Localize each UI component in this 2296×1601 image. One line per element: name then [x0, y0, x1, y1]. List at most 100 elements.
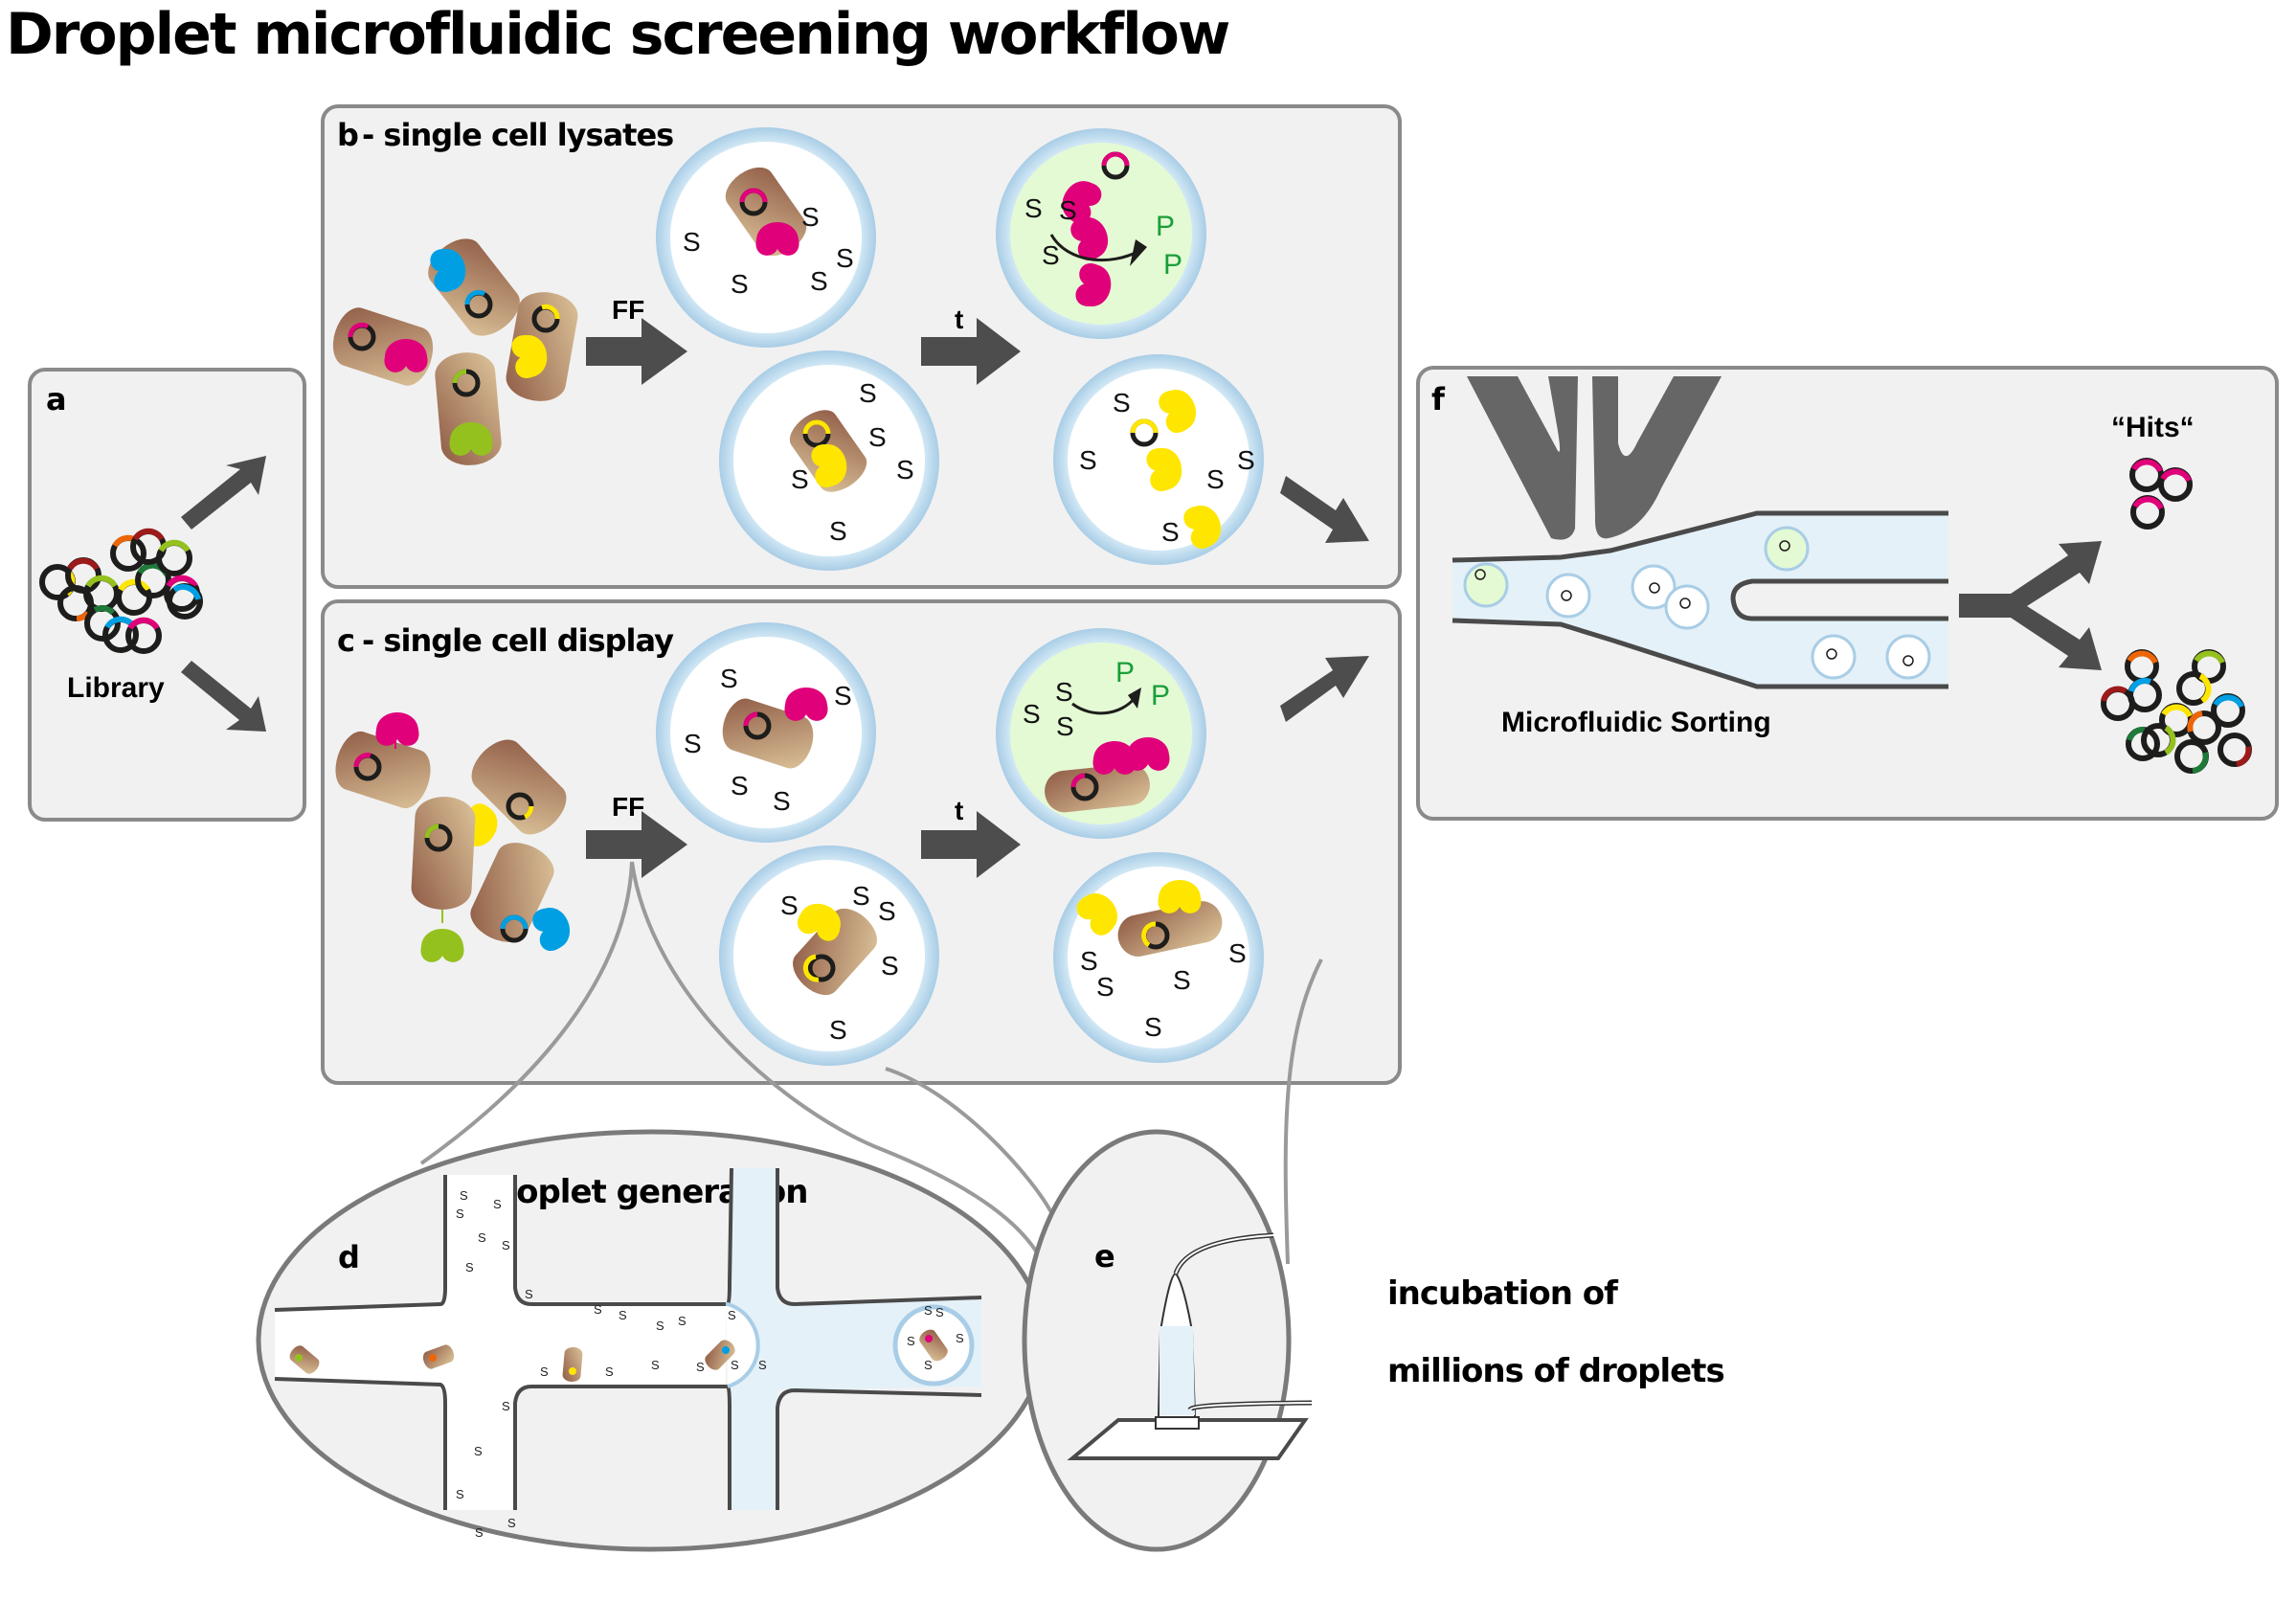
panel-d: droplet generation d [256, 1129, 1047, 1552]
panel-c-letter: c [337, 622, 354, 659]
substrate-symbol: S [935, 1305, 944, 1319]
substrate-symbol: S [1113, 388, 1131, 417]
junction-cells [286, 1326, 951, 1383]
incubation-caption-line2: millions of droplets [1387, 1352, 1724, 1390]
figure-title: Droplet microfluidic screening workflow [6, 1, 1229, 68]
substrate-symbol: S [1056, 711, 1074, 741]
substrate-symbol: S [456, 1206, 464, 1221]
substrate-symbol: S [720, 664, 738, 693]
panel-f: f Microfluidic Sorting “Hits“ [1416, 366, 2279, 821]
substrate-symbol: S [1080, 946, 1098, 976]
substrate-symbol: S [493, 1197, 502, 1211]
substrate-symbol: S [683, 227, 701, 257]
substrate-symbol: S [619, 1308, 627, 1322]
t-label-c: t [955, 796, 963, 825]
substrate-symbol: S [465, 1260, 474, 1274]
substrate-symbol: S [1024, 193, 1043, 223]
panel-b-letter: b [337, 117, 358, 153]
substrate-symbol: S [896, 455, 914, 485]
panel-f-letter: f [1431, 381, 1446, 417]
panel-d-letter: d [338, 1239, 359, 1275]
substrate-symbol: S [773, 786, 791, 816]
panel-e: e [1022, 1129, 1313, 1552]
substrate-symbol: S [1228, 938, 1247, 968]
substrate-symbol: S [1059, 195, 1077, 225]
substrate-symbol: S [836, 243, 854, 273]
substrate-symbol: S [859, 378, 877, 408]
substrate-symbol: S [852, 881, 870, 911]
arrow-b-to-f [1280, 476, 1369, 543]
cell-group-b [326, 229, 581, 468]
substrate-symbol: S [731, 771, 749, 800]
t-label-b: t [955, 304, 963, 334]
substrate-symbol: S [656, 1319, 664, 1333]
substrate-symbol: S [474, 1444, 483, 1458]
substrate-symbol: S [456, 1487, 464, 1501]
substrate-symbol: S [594, 1302, 602, 1317]
substrate-symbol: S [1023, 699, 1041, 729]
substrate-symbol: S [460, 1188, 468, 1203]
library-plasmids [39, 528, 203, 654]
panel-e-frame [1022, 1129, 1292, 1552]
substrate-symbol: S [791, 464, 809, 494]
substrate-symbol: S [878, 896, 896, 926]
ff-arrow-c [586, 811, 687, 878]
substrate-symbol: S [502, 1399, 510, 1413]
ff-arrow-b [586, 318, 687, 385]
sorting-droplets [1463, 526, 1931, 680]
droplet-c3-positive: SSS PP [996, 628, 1206, 839]
substrate-symbol: S [502, 1238, 510, 1252]
substrate-symbol: S [810, 266, 828, 296]
droplet-c1: SSS SS [656, 622, 876, 843]
substrate-symbol: S [829, 1015, 847, 1045]
ff-label-b: FF [612, 295, 644, 325]
substrate-symbol: S [1161, 517, 1180, 547]
product-symbol: P [1156, 211, 1175, 242]
t-arrow-b [921, 318, 1021, 385]
substrate-symbol: S [696, 1360, 705, 1374]
split-arrow [1959, 541, 2102, 670]
substrate-symbol: S [651, 1358, 660, 1372]
junction-aqueous [274, 1175, 728, 1510]
sorting-caption: Microfluidic Sorting [1501, 707, 1771, 738]
substrate-symbol: S [684, 729, 702, 758]
substrate-symbol: S [924, 1358, 933, 1372]
substrate-symbol: S [605, 1364, 614, 1379]
non-hit-plasmids [2101, 649, 2252, 774]
incubation-caption-line1: incubation of [1387, 1274, 1619, 1313]
t-arrow-c [921, 811, 1021, 878]
zoom-connectors [419, 861, 1323, 1265]
substrate-symbol: S [924, 1303, 933, 1318]
arrow-to-c [181, 661, 266, 732]
droplet-c4: SSS SS [1053, 852, 1264, 1063]
substrate-symbol: S [1206, 464, 1225, 494]
panel-c-title: - single cell display [362, 622, 674, 659]
substrate-symbol: S [540, 1364, 549, 1379]
cell-group-c [328, 712, 576, 962]
substrate-symbol: S [801, 202, 820, 232]
substrate-symbol: S [956, 1331, 964, 1345]
arrow-to-b [181, 456, 266, 530]
substrate-symbol: S [475, 1525, 484, 1540]
substrate-symbol: S [507, 1516, 516, 1530]
substrate-symbol: S [1144, 1012, 1162, 1042]
ff-label-c: FF [612, 792, 644, 822]
product-symbol: P [1151, 680, 1170, 711]
substrate-symbol: S [868, 422, 887, 452]
substrate-symbol: S [829, 516, 847, 546]
library-label: Library [67, 672, 165, 704]
substrate-symbol: S [525, 1287, 533, 1301]
substrate-symbol: S [478, 1230, 486, 1245]
panel-a-letter: a [46, 381, 66, 417]
substrate-symbol: S [1173, 965, 1191, 995]
substrate-symbol: S [907, 1334, 915, 1348]
substrate-symbol: S [834, 681, 852, 710]
substrate-symbol: S [1042, 240, 1060, 270]
arrow-c-to-f [1280, 656, 1369, 722]
panel-c: c - single cell display FF SSS [321, 599, 1402, 1085]
substrate-symbol: S [1055, 677, 1073, 707]
